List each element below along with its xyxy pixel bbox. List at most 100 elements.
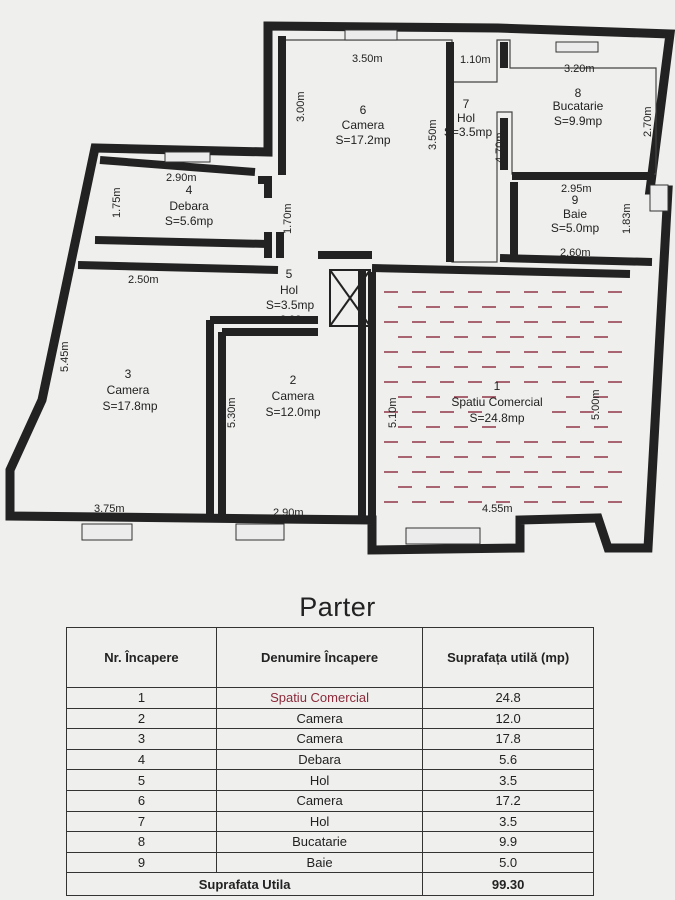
svg-text:3.50m: 3.50m — [352, 53, 383, 65]
row-area: 5.0 — [422, 851, 594, 874]
svg-text:5.45m: 5.45m — [59, 341, 71, 372]
svg-text:4.70m: 4.70m — [494, 132, 506, 163]
floor-title: Parter — [299, 592, 376, 622]
svg-text:2.90m: 2.90m — [273, 507, 304, 519]
room-4-label: 4 Debara S=5.6mp — [165, 183, 214, 228]
svg-text:S=9.9mp: S=9.9mp — [554, 114, 603, 128]
interior-walls — [77, 36, 654, 520]
table-header-row: Nr. Încapere Denumire Încapere Suprafața… — [66, 627, 594, 688]
table-row: 7 Hol 3.5 — [66, 810, 594, 833]
table-row: 4 Debara 5.6 — [66, 748, 594, 771]
svg-text:5: 5 — [286, 267, 293, 281]
svg-text:2.60m: 2.60m — [560, 247, 591, 259]
row-area: 3.5 — [422, 810, 594, 833]
svg-text:S=17.2mp: S=17.2mp — [335, 133, 390, 147]
svg-text:1.83m: 1.83m — [621, 203, 633, 234]
header-area: Suprafața utilă (mp) — [422, 627, 594, 688]
row-nr: 8 — [66, 831, 217, 853]
svg-text:2.50m: 2.50m — [128, 274, 159, 286]
svg-text:S=3.5mp: S=3.5mp — [266, 298, 315, 312]
room-7-label: 7 Hol S=3.5mp — [444, 97, 493, 139]
svg-text:2.90m: 2.90m — [166, 172, 197, 184]
floor-plan: 6 Camera S=17.2mp 7 Hol S=3.5mp 8 Bucata… — [5, 21, 675, 555]
room-1-label: 1 Spatiu Comercial S=24.8mp — [451, 379, 542, 425]
dimension-labels: 3.50m 1.10m 3.20m 2.90m 2.95m 2.60m 2.50… — [59, 53, 654, 519]
svg-text:3.20m: 3.20m — [564, 63, 595, 75]
table-row: 8 Bucatarie 9.9 — [66, 831, 594, 853]
room-3-label: 3 Camera S=17.8mp — [102, 367, 157, 413]
room-9-label: 9 Baie S=5.0mp — [551, 193, 600, 235]
row-area: 17.2 — [422, 789, 594, 812]
row-name: Camera — [215, 728, 424, 750]
svg-text:2: 2 — [290, 373, 297, 387]
svg-text:4.55m: 4.55m — [482, 503, 513, 515]
svg-text:5.30m: 5.30m — [226, 397, 238, 428]
svg-text:2.95m: 2.95m — [561, 183, 592, 195]
row-name: Hol — [215, 769, 424, 791]
row-nr: 5 — [66, 769, 217, 791]
table-row: 2 Camera 12.0 — [66, 707, 594, 730]
commercial-floor-tiles — [384, 291, 622, 503]
svg-text:Camera: Camera — [342, 118, 385, 132]
row-area: 3.5 — [422, 769, 594, 791]
svg-text:S=17.8mp: S=17.8mp — [102, 399, 157, 413]
svg-text:2.98m: 2.98m — [280, 314, 311, 326]
svg-text:Camera: Camera — [107, 383, 150, 397]
svg-text:Baie: Baie — [563, 207, 587, 221]
room-6-label: 6 Camera S=17.2mp — [335, 103, 390, 147]
header-name: Denumire Încapere — [215, 627, 424, 688]
row-area: 24.8 — [422, 687, 594, 709]
svg-text:7: 7 — [463, 97, 470, 111]
room-2-label: 2 Camera S=12.0mp — [265, 373, 320, 419]
svg-text:Spatiu Comercial: Spatiu Comercial — [451, 395, 542, 409]
header-nr: Nr. Încapere — [66, 627, 217, 688]
svg-text:S=5.6mp: S=5.6mp — [165, 214, 214, 228]
svg-text:1.75m: 1.75m — [111, 187, 123, 218]
svg-text:3: 3 — [125, 367, 132, 381]
stair-shaft — [329, 269, 371, 327]
svg-text:2.70m: 2.70m — [642, 106, 654, 137]
svg-text:S=24.8mp: S=24.8mp — [469, 411, 524, 425]
svg-text:4: 4 — [186, 183, 193, 197]
windows — [81, 29, 669, 545]
svg-text:3.75m: 3.75m — [94, 503, 125, 515]
svg-text:5.10m: 5.10m — [387, 397, 399, 428]
svg-text:Debara: Debara — [169, 199, 209, 213]
svg-text:Camera: Camera — [272, 389, 315, 403]
row-name: Camera — [215, 789, 424, 812]
row-nr: 6 — [66, 789, 217, 812]
svg-text:Hol: Hol — [457, 111, 475, 125]
svg-text:1: 1 — [494, 379, 501, 393]
row-name: Hol — [215, 810, 424, 833]
row-area: 5.6 — [422, 748, 594, 771]
table-row: 1 Spatiu Comercial 24.8 — [66, 687, 594, 709]
row-area: 17.8 — [422, 728, 594, 750]
row-name: Camera — [215, 707, 424, 730]
room-5-label: 5 Hol S=3.5mp — [266, 267, 315, 312]
row-nr: 2 — [66, 707, 217, 730]
svg-text:Hol: Hol — [280, 283, 298, 297]
row-area: 12.0 — [422, 707, 594, 730]
svg-text:S=3.5mp: S=3.5mp — [444, 125, 493, 139]
svg-text:3.00m: 3.00m — [295, 91, 307, 122]
row-nr: 7 — [66, 810, 217, 833]
row-name: Debara — [215, 748, 424, 771]
room-area-table: Nr. Încapere Denumire Încapere Suprafața… — [65, 627, 594, 897]
table-row: 6 Camera 17.2 — [66, 789, 594, 812]
table-total-row: Suprafata Utila 99.30 — [65, 872, 594, 897]
total-label: Suprafata Utila — [65, 872, 424, 897]
svg-text:6: 6 — [360, 103, 367, 117]
svg-text:Bucatarie: Bucatarie — [553, 99, 604, 113]
svg-text:8: 8 — [575, 86, 582, 100]
svg-text:S=5.0mp: S=5.0mp — [551, 221, 600, 235]
row-nr: 4 — [66, 748, 217, 771]
exterior-walls — [5, 21, 675, 555]
svg-text:5.00m: 5.00m — [590, 389, 602, 420]
exterior-walls-inner — [282, 39, 657, 263]
svg-text:3.50m: 3.50m — [427, 119, 439, 150]
total-value: 99.30 — [422, 872, 594, 897]
table-row: 5 Hol 3.5 — [66, 769, 594, 791]
svg-text:1.10m: 1.10m — [460, 54, 491, 66]
room-8-label: 8 Bucatarie S=9.9mp — [553, 86, 604, 128]
row-nr: 1 — [66, 687, 217, 709]
